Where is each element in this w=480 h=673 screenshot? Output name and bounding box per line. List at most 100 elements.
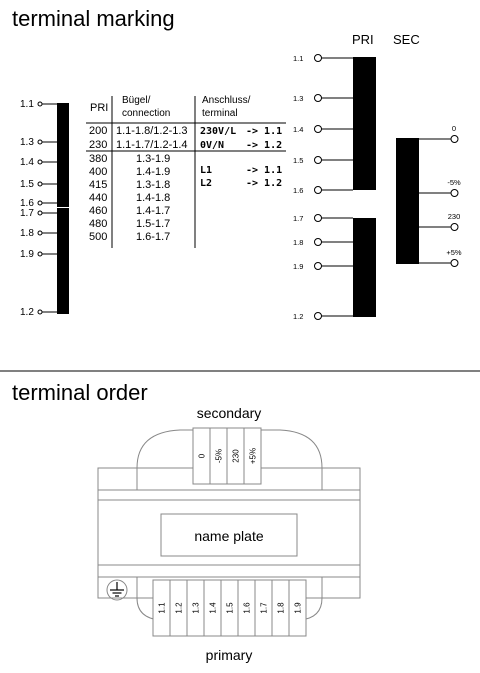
table-header-anschluss: Anschluss/ [202, 95, 251, 106]
pri-terminal-label: 1.9 [293, 262, 303, 271]
left-terminal-label: 1.5 [20, 179, 34, 190]
pri-terminal-label: 1.1 [293, 54, 303, 63]
secondary-terminal-label: -5% [215, 449, 224, 463]
pri-lower-winding-bar [353, 218, 376, 317]
left-terminal-dot [37, 251, 43, 257]
primary-terminal-label: 1.2 [175, 602, 184, 614]
terminal-marking-title: terminal marking [12, 6, 175, 31]
pri-terminal-dot [314, 54, 322, 62]
table-pri-value: 460 [89, 205, 107, 217]
primary-terminal-label: 1.7 [260, 602, 269, 614]
table-header-buegel: Bügel/ [122, 95, 151, 106]
sec-winding-bar [396, 138, 419, 264]
table-terminal-value: 0V/N [200, 140, 224, 151]
pri-terminal-label: 1.4 [293, 125, 303, 134]
sec-terminal-dot [450, 259, 459, 267]
sec-terminal-dot [450, 223, 459, 231]
table-line-arrow: -> 1.1 [246, 165, 282, 176]
table-connection-value: 1.3-1.9 [136, 153, 170, 165]
table-line-name: L2 [200, 178, 212, 189]
table-connection-value: 1.3-1.8 [136, 179, 170, 191]
left-terminal-label: 1.1 [20, 99, 34, 110]
pri-terminal-dot [314, 156, 322, 164]
pri-terminal-label: 1.7 [293, 214, 303, 223]
name-plate-box [160, 513, 298, 557]
sec-label: SEC [393, 32, 420, 47]
terminal-strip-frame [152, 579, 307, 637]
ground-circle [106, 579, 128, 601]
primary-terminal-label: 1.1 [158, 602, 167, 614]
table-terminal-arrow: -> 1.1 [246, 126, 282, 137]
table-line-arrow: -> 1.2 [246, 178, 282, 189]
secondary-terminal-label: 0 [198, 453, 207, 458]
table-pri-value: 380 [89, 153, 107, 165]
table-connection-value: 1.5-1.7 [136, 218, 170, 230]
name-plate-label: name plate [194, 528, 263, 544]
left-terminal-dot [37, 200, 43, 206]
secondary-terminal-label: 230 [232, 449, 241, 463]
pri-terminal-label: 1.3 [293, 94, 303, 103]
left-terminal-label: 1.4 [20, 157, 34, 168]
table-pri-value: 500 [89, 231, 107, 243]
primary-terminal-label: 1.8 [277, 602, 286, 614]
upper-winding-bar [57, 103, 69, 207]
primary-label: primary [206, 647, 253, 663]
sec-terminal-dot [450, 189, 459, 197]
lower-winding-bar [57, 208, 69, 314]
left-terminal-dot [37, 181, 43, 187]
table-terminal-value: 230V/L [200, 126, 236, 137]
primary-terminal-label: 1.9 [294, 602, 303, 614]
pri-terminal-dot [314, 262, 322, 270]
pri-label: PRI [352, 32, 374, 47]
table-connection-value: 1.1-1.8/1.2-1.3 [116, 125, 188, 137]
pri-upper-winding-bar [353, 57, 376, 190]
left-terminal-label: 1.6 [20, 198, 34, 209]
left-terminal-dot [37, 139, 43, 145]
pri-terminal-label: 1.5 [293, 156, 303, 165]
sec-terminal-label: 230 [448, 212, 461, 221]
table-terminal-arrow: -> 1.2 [246, 140, 282, 151]
left-terminal-label: 1.9 [20, 249, 34, 260]
pri-terminal-dot [314, 312, 322, 320]
pri-terminal-label: 1.2 [293, 312, 303, 321]
primary-terminal-label: 1.5 [226, 602, 235, 614]
connection-table: PRI Bügel/ connection Anschluss/ termina… [86, 95, 286, 248]
left-terminal-label: 1.7 [20, 208, 34, 219]
sec-terminal-label: -5% [447, 178, 461, 187]
left-terminal-dot [37, 309, 43, 315]
pri-terminal-group: 1.11.31.41.51.61.71.81.91.2 [293, 54, 353, 321]
table-pri-value: 440 [89, 192, 107, 204]
sec-terminal-dot [450, 135, 459, 143]
table-connection-value: 1.6-1.7 [136, 231, 170, 243]
table-pri-value: 230 [89, 139, 107, 151]
table-connection-value: 1.4-1.8 [136, 192, 170, 204]
left-terminal-label: 1.8 [20, 228, 34, 239]
pri-terminal-dot [314, 125, 322, 133]
table-header-connection: connection [122, 108, 170, 119]
table-pri-value: 400 [89, 166, 107, 178]
terminal-order-title: terminal order [12, 380, 148, 405]
left-terminal-dot [37, 210, 43, 216]
left-terminal-group: 1.11.31.41.51.61.71.81.91.2 [20, 99, 57, 318]
sec-terminal-label: +5% [446, 248, 462, 257]
pri-terminal-dot [314, 214, 322, 222]
table-pri-value: 415 [89, 179, 107, 191]
primary-terminal-label: 1.4 [209, 602, 218, 614]
left-terminal-dot [37, 230, 43, 236]
table-header-terminal: terminal [202, 108, 238, 119]
left-winding-diagram: 1.11.31.41.51.61.71.81.91.2 [20, 99, 69, 318]
left-terminal-dot [37, 101, 43, 107]
secondary-terminal-block: 0 -5% 230 +5% [192, 427, 262, 485]
pri-terminal-dot [314, 238, 322, 246]
secondary-terminal-label: +5% [249, 448, 258, 464]
pri-terminal-dot [314, 94, 322, 102]
primary-terminal-label: 1.6 [243, 602, 252, 614]
sec-terminal-label: 0 [452, 124, 456, 133]
table-connection-value: 1.1-1.7/1.2-1.4 [116, 139, 188, 151]
pri-sec-diagram: PRI SEC 1.11.31.41.51.61.71.81.91.2 0-5%… [293, 32, 462, 321]
pri-terminal-label: 1.6 [293, 186, 303, 195]
table-header-pri: PRI [90, 102, 108, 114]
